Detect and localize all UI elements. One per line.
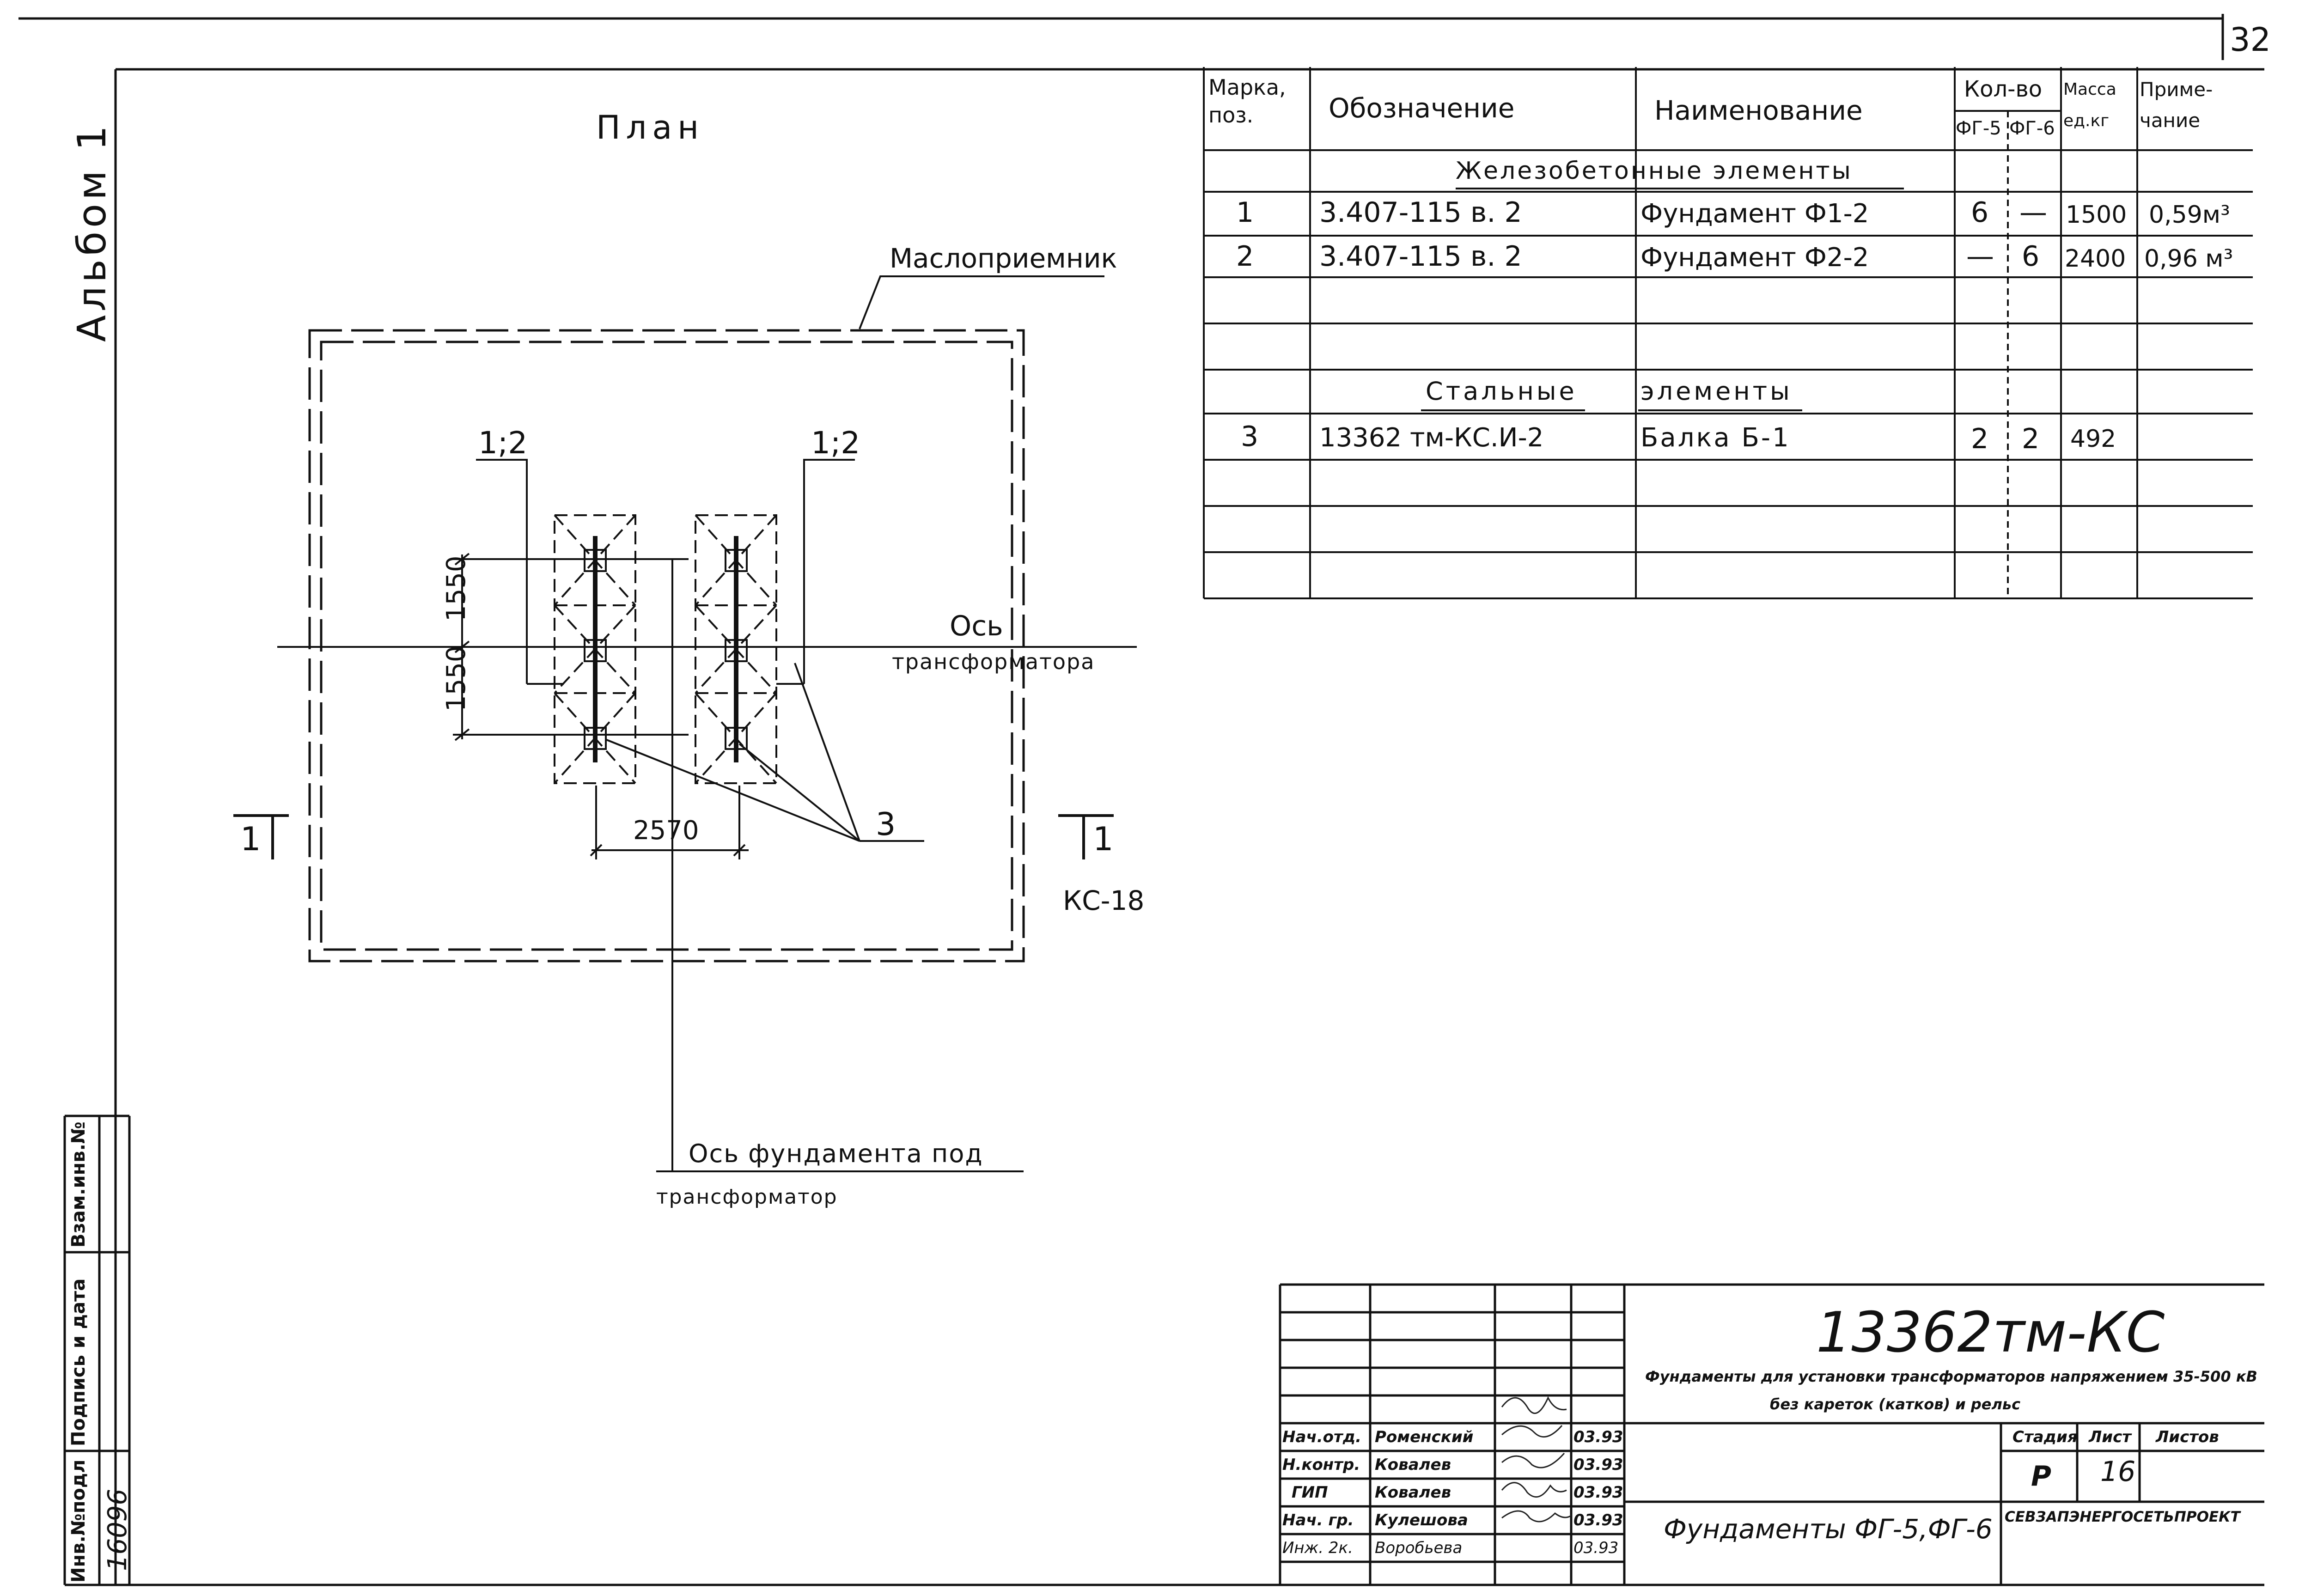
oil-receiver-leader [859,275,1104,329]
signer-name: Ковалев [1375,1456,1451,1474]
header-qty: Кол-во [1964,76,2043,102]
album-label: Альбом 1 [69,122,115,342]
sheets-label: Листов [2156,1428,2219,1446]
row1-mark: 1 [1236,196,1254,229]
signer-role: ГИП [1292,1483,1328,1502]
sheet-label: Лист [2089,1428,2131,1446]
row3-mass: 492 [2070,425,2116,453]
header-fg5: ФГ-5 [1956,118,2001,139]
foundation-blocks [554,514,777,784]
document-desc-line2: без кареток (катков) и рельс [1770,1395,2021,1413]
section-leader-right [803,459,855,684]
side-inv-no-value: 16096 [103,1488,133,1571]
oil-receiver-label: Маслоприемник [890,243,1117,274]
signer-role: Нач. гр. [1282,1511,1354,1529]
row1-fg6: — [2019,196,2047,229]
signer-role: Инж. 2к. [1282,1539,1353,1557]
row3-designation: 13362 тм-КС.И-2 [1319,423,1544,453]
signer-name: Кулешова [1375,1511,1468,1529]
foundation-axis-label: Ось фундамента под [689,1139,983,1168]
header-mark: Марка, поз. [1208,75,1286,128]
document-code: 13362тм-КС [1816,1301,2165,1365]
section-mark-right: 1;2 [811,425,860,461]
sheet-value: 16 [2100,1456,2136,1488]
stage-value: Р [2031,1460,2051,1492]
dimension-1550-bottom: 1550 [441,646,471,712]
header-fg6: ФГ-6 [2009,118,2055,139]
organization: СЕВЗАПЭНЕРГОСЕТЬПРОЕКТ [2005,1509,2240,1525]
row1-designation: 3.407-115 в. 2 [1319,196,1522,229]
row1-mass: 1500 [2066,201,2127,229]
transformer-axis-label-2: трансформатора [892,649,1095,674]
signer-date: 03.93 [1573,1511,1623,1529]
row2-name: Фундамент Ф2-2 [1640,243,1869,273]
signer-name: Воробьева [1375,1539,1463,1557]
dimension-2570: 2570 [633,816,699,846]
row3-name: Балка Б-1 [1640,423,1791,453]
row2-fg6: 6 [2022,240,2040,273]
plan-title: План [596,109,705,146]
row2-fg5: — [1966,240,1994,273]
section-concrete: Железобетонные элементы [1456,157,1853,185]
transformer-axis-label: Ось [950,610,1003,642]
signer-date: 03.93 [1573,1483,1623,1502]
dimension-1550-top: 1550 [441,555,471,621]
signer-role: Н.контр. [1282,1456,1360,1474]
section-mark-left: 1;2 [478,425,528,461]
section-steel-b: элементы [1640,377,1793,406]
foundation-axis-label-2: трансформатор [656,1185,838,1209]
row2-note: 0,96 м³ [2144,245,2233,273]
row2-mass: 2400 [2065,245,2126,273]
row1-name: Фундамент Ф1-2 [1640,199,1869,229]
side-sign-date-label: Подпись и дата [68,1278,89,1446]
side-vzam-label: Взам.инв.№ [68,1121,89,1248]
header-name: Наименование [1654,95,1863,126]
row3-mark: 3 [1241,420,1259,453]
row3-fg6: 2 [2022,423,2040,455]
signatures [1501,1396,1572,1523]
section-steel-a: Стальные [1426,377,1577,406]
row3-fg5: 2 [1971,423,1989,455]
stage-label: Стадия [2012,1428,2078,1446]
cut-mark-right: 1 [1093,820,1114,858]
header-designation: Обозначение [1329,92,1515,124]
signer-name: Ковалев [1375,1483,1451,1502]
item-3-leaders [605,663,924,842]
dimension-lines [453,553,749,859]
signer-role: Нач.отд. [1282,1428,1362,1446]
oil-receiver-outline [308,329,1025,962]
side-inv-no-label: Инв.№подл [68,1459,89,1583]
page-number: 32 [2230,21,2271,59]
signer-date: 03.93 [1573,1428,1623,1446]
document-desc-line1: Фундаменты для установки трансформаторов… [1645,1368,2257,1385]
signer-name: Роменский [1375,1428,1474,1446]
row2-mark: 2 [1236,240,1254,273]
item-3-callout: 3 [876,806,896,843]
section-leader-left [476,459,528,684]
title-block-grid [1279,1283,2264,1585]
signer-date: 03.93 [1573,1539,1619,1557]
row1-note: 0,59м³ [2149,201,2230,229]
row2-designation: 3.407-115 в. 2 [1319,240,1522,273]
signer-date: 03.93 [1573,1456,1623,1474]
cut-mark-left: 1 [240,820,261,858]
side-stamp-grid [63,1115,131,1585]
row1-fg5: 6 [1971,196,1989,229]
steel-beams [593,536,738,762]
cut-marks [233,814,1114,859]
kc-label: КС-18 [1063,885,1145,916]
header-mass: Масса ед.кг [2063,80,2116,131]
spec-table-grid [1203,67,2253,599]
sheet-title: Фундаменты ФГ-5,ФГ-6 [1664,1513,1993,1545]
header-note: Приме- чание [2140,78,2213,132]
